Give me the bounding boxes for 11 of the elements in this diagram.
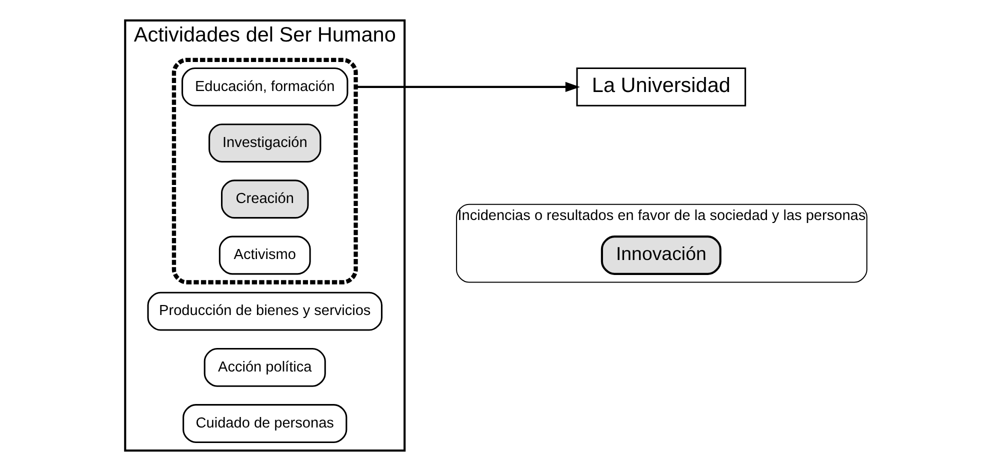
node-box: Acción política: [204, 348, 326, 387]
node-box: Educación, formación: [182, 67, 348, 106]
node-box: Producción de bienes y servicios: [147, 292, 383, 331]
arrow: [356, 82, 580, 92]
node-box: Activismo: [218, 236, 311, 275]
node-box: Investigación: [208, 124, 322, 163]
node-box: Innovación: [600, 236, 722, 275]
node-box: Creación: [220, 180, 309, 219]
node-box: Cuidado de personas: [182, 404, 348, 443]
node-box: La Universidad: [576, 67, 746, 106]
cluster: [172, 58, 358, 284]
